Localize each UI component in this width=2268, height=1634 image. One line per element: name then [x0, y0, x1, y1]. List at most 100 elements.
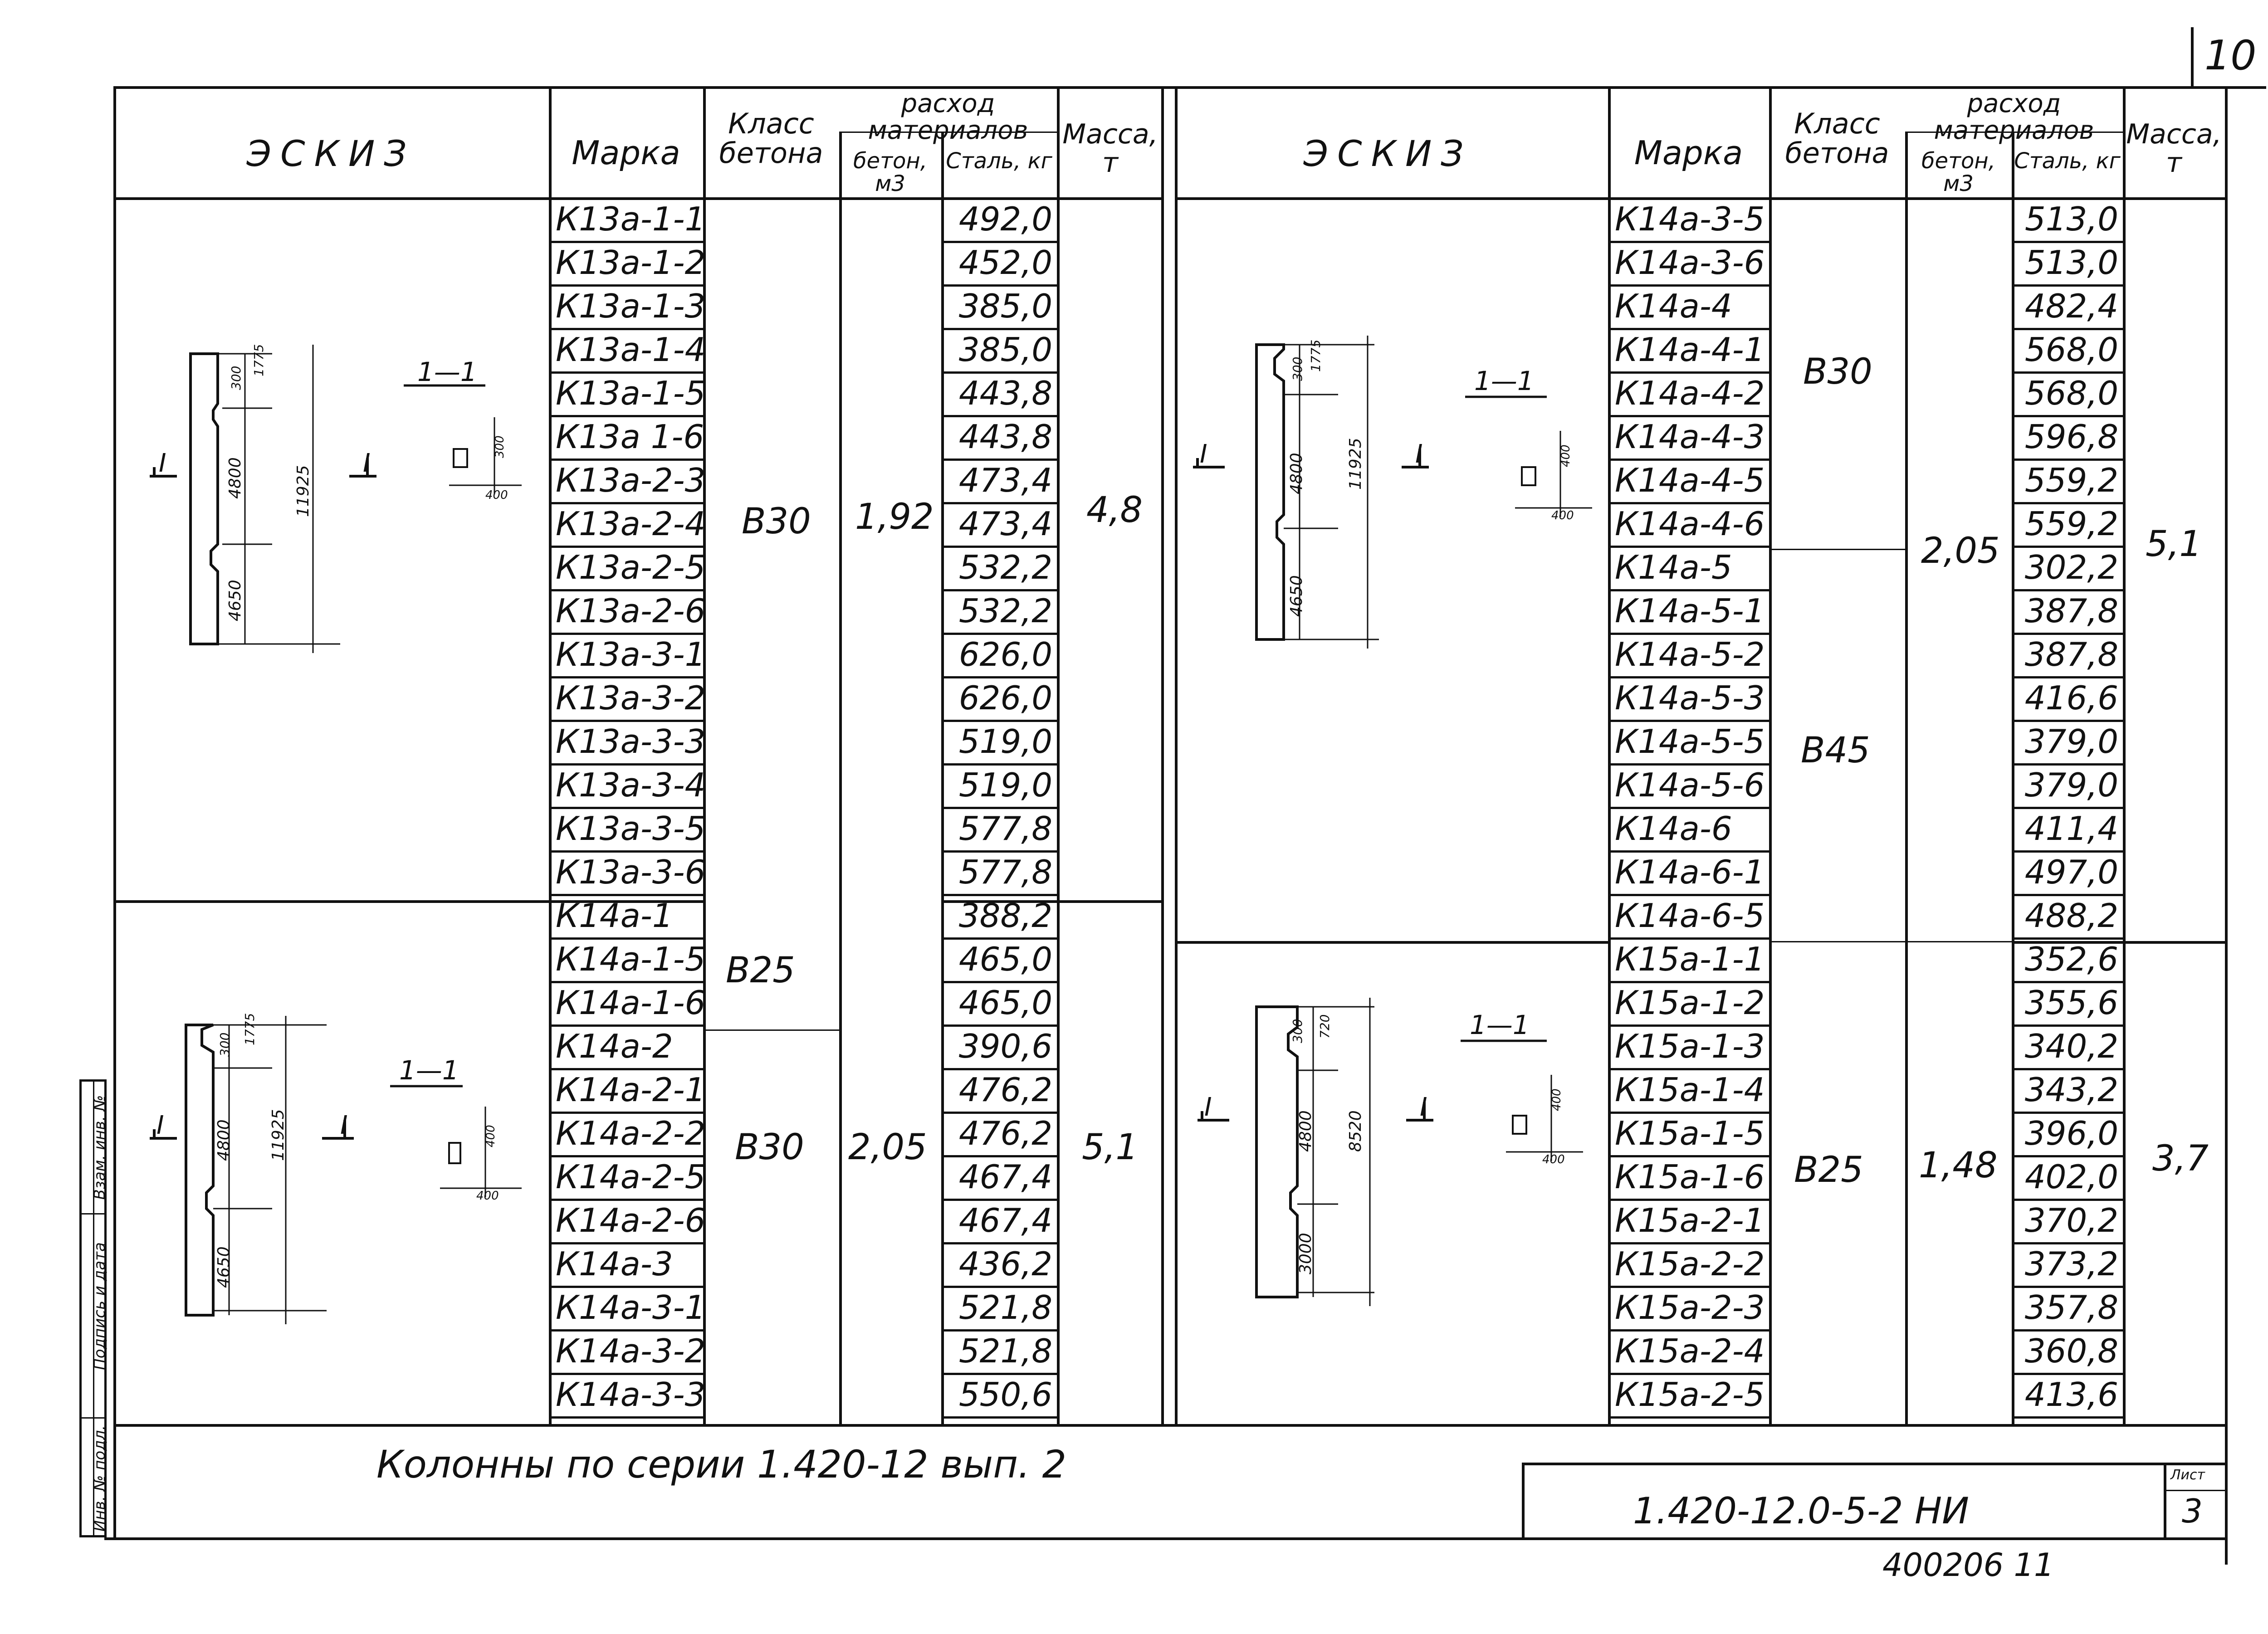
table-row-steel: 626,0: [941, 678, 1059, 722]
table-row-mark: К15а-1-1: [1608, 940, 1771, 983]
table-row-steel: 436,2: [941, 1244, 1059, 1288]
svg-text:400: 400: [476, 1189, 499, 1203]
table-row-mark: К15а-2-5: [1608, 1375, 1771, 1419]
svg-text:4800: 4800: [226, 457, 244, 499]
right-g2-volume: 1,48: [1919, 1145, 1998, 1186]
table-row-steel: 532,2: [941, 591, 1059, 635]
table-row-mark: К14а-6-1: [1608, 853, 1771, 896]
table-row-steel: 385,0: [941, 287, 1059, 330]
table-row-steel: 416,6: [2012, 678, 2125, 722]
table-row-steel: 465,0: [941, 940, 1059, 983]
svg-text:I: I: [1415, 439, 1423, 469]
right-g1-mass: 5,1: [2146, 524, 2202, 565]
svg-text:I: I: [1200, 439, 1207, 469]
table-row-steel: 568,0: [2012, 374, 2125, 417]
right-header-class: Класс бетона: [1785, 107, 1889, 170]
table-row-mark: К15а-2-1: [1608, 1201, 1771, 1244]
svg-text:300: 300: [1290, 1019, 1305, 1043]
table-row-mark: К14а-1-5: [549, 940, 705, 983]
table-row-mark: К14а-2-5: [549, 1157, 705, 1201]
table-row-steel: 473,4: [941, 504, 1059, 548]
sheet-number: 3: [2182, 1492, 2203, 1530]
left-g2-volume: 2,05: [848, 1127, 927, 1168]
table-row-mark: К14а-3-1: [549, 1288, 705, 1332]
left-header-class: Класс бетона: [719, 107, 823, 170]
document-designation: 1.420-12.0-5-2 НИ: [1633, 1490, 1969, 1532]
title-block-top: [1522, 1463, 2225, 1465]
left-header-sketch: ЭСКИЗ: [246, 134, 416, 175]
table-row-mark: К14а-4-1: [1608, 330, 1771, 374]
middle-divider-1: [1161, 86, 1164, 1424]
table-row-mark: К14а-1: [549, 896, 705, 940]
page-number: 10: [2204, 32, 2257, 79]
table-row-steel: 521,8: [941, 1288, 1059, 1332]
svg-text:1—1: 1—1: [1474, 366, 1534, 396]
table-row-mark: К14а-6: [1608, 809, 1771, 853]
right-header-consumption: расход материалов: [1934, 89, 2094, 145]
section-label: 1—1: [417, 356, 477, 387]
left-col-concrete: [839, 132, 842, 1424]
table-row-steel: 596,8: [2012, 417, 2125, 461]
row-border: [941, 197, 1059, 200]
svg-text:3000: 3000: [1296, 1233, 1315, 1274]
row-border: [549, 197, 705, 200]
svg-text:400: 400: [1542, 1153, 1565, 1166]
column-drawing: I I 1—1 300 1775 4800 11925 4650 300 400: [150, 344, 522, 653]
column-sketch-k14a-left: I I 1—1 300 1775 4800 11925 4650 400 400: [127, 998, 526, 1344]
frame-top: [113, 86, 2245, 89]
table-row-mark: К15а-1-5: [1608, 1114, 1771, 1157]
table-row-mark: К13а-2-5: [549, 548, 705, 591]
svg-text:4650: 4650: [1287, 575, 1306, 617]
svg-text:4650: 4650: [226, 580, 244, 621]
table-row-mark: К13а 1-6: [549, 417, 705, 461]
column-sketch-k13a: I I 1—1 300 1775 4800 11925 4650 300 400: [127, 327, 526, 673]
column-drawing: I I 1—1 300 720 4800 8520 3000 400 400: [1198, 998, 1583, 1306]
table-row-mark: К13а-3-6: [549, 853, 705, 896]
left-g2-mass: 5,1: [1082, 1127, 1139, 1168]
table-row-mark: К13а-3-4: [549, 766, 705, 809]
svg-text:1—1: 1—1: [399, 1055, 459, 1086]
left-g2-class-b: В30: [735, 1127, 804, 1168]
table-row-steel: 482,4: [2012, 287, 2125, 330]
table-row-mark: К14а-5-5: [1608, 722, 1771, 766]
table-row-mark: К13а-1-1: [549, 200, 705, 243]
table-row-mark: К14а-5-2: [1608, 635, 1771, 678]
table-row-steel: 568,0: [2012, 330, 2125, 374]
svg-text:4800: 4800: [215, 1119, 233, 1161]
left-header-concrete: бетон, м3: [853, 148, 928, 197]
table-row-steel: 465,0: [941, 983, 1059, 1027]
right-concrete-divider: [1905, 941, 2012, 942]
table-row-mark: К14а-2-1: [549, 1070, 705, 1114]
table-row-mark: К14а-2: [549, 1027, 705, 1070]
table-row-steel: 521,8: [941, 1332, 1059, 1375]
svg-text:11925: 11925: [269, 1109, 288, 1161]
table-row-steel: 559,2: [2012, 461, 2125, 504]
column-sketch-k15a: I I 1—1 300 720 4800 8520 3000 400 400: [1184, 980, 1601, 1326]
right-g1-volume: 2,05: [1921, 531, 2000, 571]
svg-text:720: 720: [1317, 1015, 1332, 1039]
table-row-mark: К14а-4-6: [1608, 504, 1771, 548]
archive-number: 400206 11: [1882, 1546, 2054, 1584]
sheet-label: Лист: [2170, 1467, 2205, 1483]
table-row-steel: 513,0: [2012, 200, 2125, 243]
svg-text:4800: 4800: [1287, 453, 1306, 494]
left-g1-volume: 1,92: [855, 497, 934, 537]
table-row-steel: 370,2: [2012, 1201, 2125, 1244]
table-row-steel: 385,0: [941, 330, 1059, 374]
right-class-divider-1: [1769, 549, 1905, 550]
middle-divider-2: [1175, 86, 1178, 1424]
svg-text:300: 300: [229, 366, 244, 390]
left-g1-mass: 4,8: [1086, 490, 1143, 531]
table-row-steel: 519,0: [941, 766, 1059, 809]
table-row-mark: К14а-5-1: [1608, 591, 1771, 635]
table-row-mark: К13а-3-1: [549, 635, 705, 678]
side-stamp: [79, 1079, 107, 1537]
table-row-steel: 413,6: [2012, 1375, 2125, 1419]
table-row-mark: К15а-1-6: [1608, 1157, 1771, 1201]
table-row-steel: 360,8: [2012, 1332, 2125, 1375]
table-row-steel: 388,2: [941, 896, 1059, 940]
table-row-mark: К14а-3-3: [549, 1375, 705, 1419]
table-row-mark: К13а-1-4: [549, 330, 705, 374]
table-row-steel: 343,2: [2012, 1070, 2125, 1114]
table-row-steel: 476,2: [941, 1114, 1059, 1157]
